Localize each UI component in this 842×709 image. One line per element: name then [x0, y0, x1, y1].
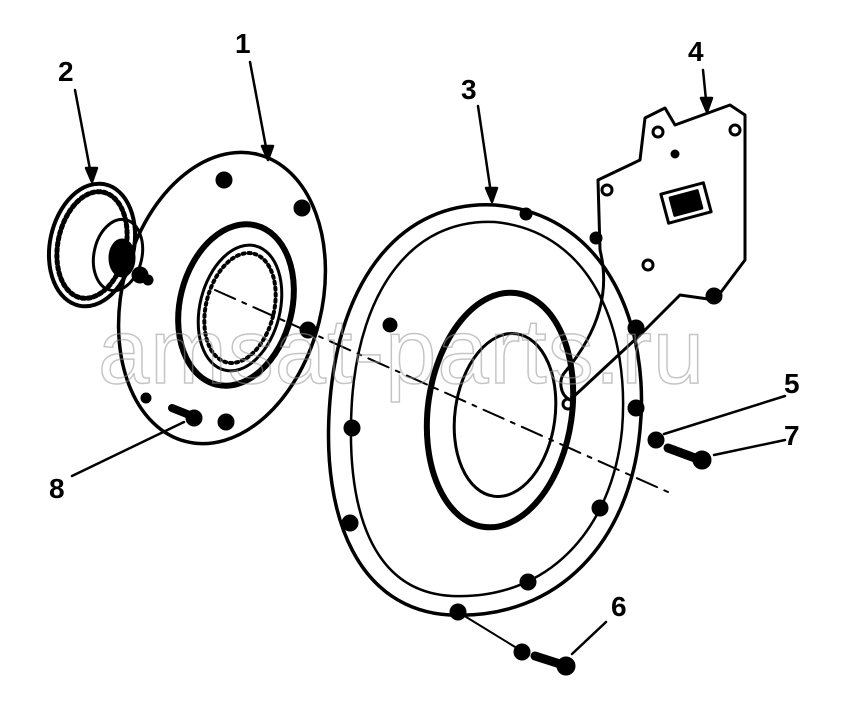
leader-lines — [70, 60, 787, 656]
callout-2: 2 — [58, 56, 74, 87]
watermark: amsat-parts.ru — [97, 300, 706, 404]
callout-7: 7 — [784, 420, 800, 451]
callout-3: 3 — [461, 74, 477, 105]
callout-8: 8 — [49, 473, 65, 504]
part-1-coupling-disc — [116, 150, 328, 446]
part-2-gear-hub — [46, 181, 149, 309]
part-8-bolt — [168, 404, 203, 427]
callout-5: 5 — [784, 368, 800, 399]
part-4-mounting-plate — [559, 103, 747, 411]
part-3-flywheel-housing — [326, 203, 645, 621]
callout-6: 6 — [611, 591, 627, 622]
callout-4: 4 — [688, 36, 704, 67]
bolt-7-and-washer-5 — [647, 431, 712, 470]
callout-1: 1 — [235, 28, 251, 59]
bolt-6-and-washer — [457, 611, 576, 676]
